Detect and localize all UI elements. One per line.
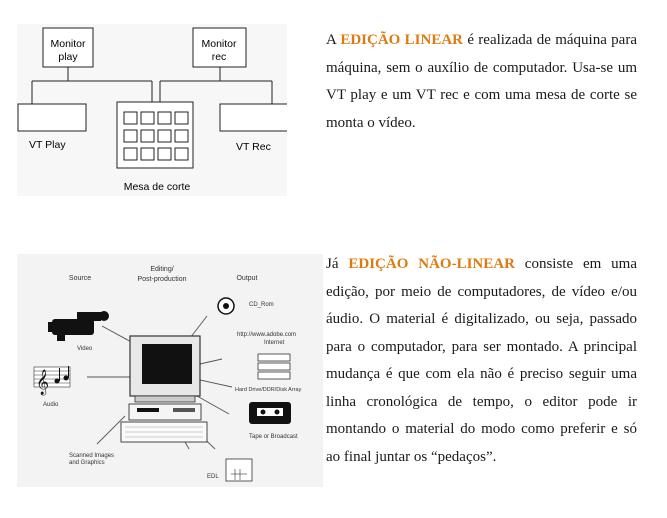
- audio-label: Audio: [43, 402, 59, 408]
- monitor-play-label-1: Monitor: [50, 38, 86, 50]
- linear-prefix: A: [326, 32, 341, 48]
- linear-connectors: [31, 67, 273, 104]
- vt-play-label: VT Play: [29, 139, 66, 151]
- music-notes-icon: 𝄞: [33, 366, 71, 395]
- nonlinear-prefix: Já: [326, 256, 349, 272]
- computer-base-icon: [120, 403, 208, 443]
- svg-text:𝄞: 𝄞: [36, 369, 49, 395]
- mesa-label: Mesa de corte: [124, 181, 191, 193]
- nonlinear-editing-paragraph: Já EDIÇÃO NÃO-LINEAR consiste em uma edi…: [326, 251, 637, 471]
- nonlinear-editing-diagram: Source Editing/ Post-production Output V…: [17, 254, 323, 487]
- cd-rom-icon: [217, 297, 235, 315]
- tape-label: Tape or Broadcast: [249, 434, 298, 440]
- editing-header-2: Post-production: [137, 276, 186, 283]
- monitor-rec-box: [192, 27, 247, 68]
- output-header: Output: [236, 275, 257, 282]
- vt-play-box: [17, 103, 87, 132]
- video-camera-icon: [48, 311, 109, 341]
- tape-cassette-icon: [249, 402, 291, 424]
- edl-label: EDL: [207, 474, 219, 480]
- linear-editing-paragraph: A EDIÇÃO LINEAR é realizada de máquina p…: [326, 27, 637, 137]
- vt-rec-box: [219, 103, 289, 132]
- linear-body: é realizada de máquina para máquina, sem…: [326, 32, 637, 131]
- internet-label: Internet: [264, 340, 285, 346]
- nonlinear-diagram-svg: Source Editing/ Post-production Output V…: [33, 266, 302, 482]
- mesa-buttons-grid: [123, 111, 189, 161]
- scanned-label-1: Scanned Images: [69, 453, 114, 459]
- internet-url-label: http://www.adobe.com: [237, 332, 296, 338]
- monitor-rec-label-1: Monitor: [201, 38, 237, 50]
- linear-highlight: EDIÇÃO LINEAR: [340, 32, 463, 48]
- video-label: Video: [77, 346, 93, 352]
- linear-editing-diagram: Monitor play Monitor rec VT Play VT Rec …: [17, 24, 289, 196]
- source-header: Source: [69, 275, 91, 282]
- vt-rec-label: VT Rec: [236, 141, 271, 153]
- edl-document-icon: [225, 458, 253, 482]
- hard-drive-icon: [257, 353, 291, 380]
- cd-rom-label: CD_Rom: [249, 302, 274, 308]
- editing-header-1: Editing/: [150, 266, 173, 273]
- monitor-rec-label-2: rec: [212, 51, 227, 63]
- linear-diagram-svg: Monitor play Monitor rec VT Play VT Rec …: [17, 27, 289, 193]
- nonlinear-body: consiste em uma edição, por meio de comp…: [326, 256, 637, 465]
- scanned-label-2: and Graphics: [69, 460, 105, 466]
- computer-monitor-icon: [129, 335, 201, 403]
- monitor-play-box: [42, 27, 94, 68]
- nonlinear-highlight: EDIÇÃO NÃO-LINEAR: [348, 256, 515, 272]
- harddrive-label: Hard Drive/DDR/Disk Array: [235, 387, 302, 393]
- monitor-play-label-2: play: [58, 51, 78, 63]
